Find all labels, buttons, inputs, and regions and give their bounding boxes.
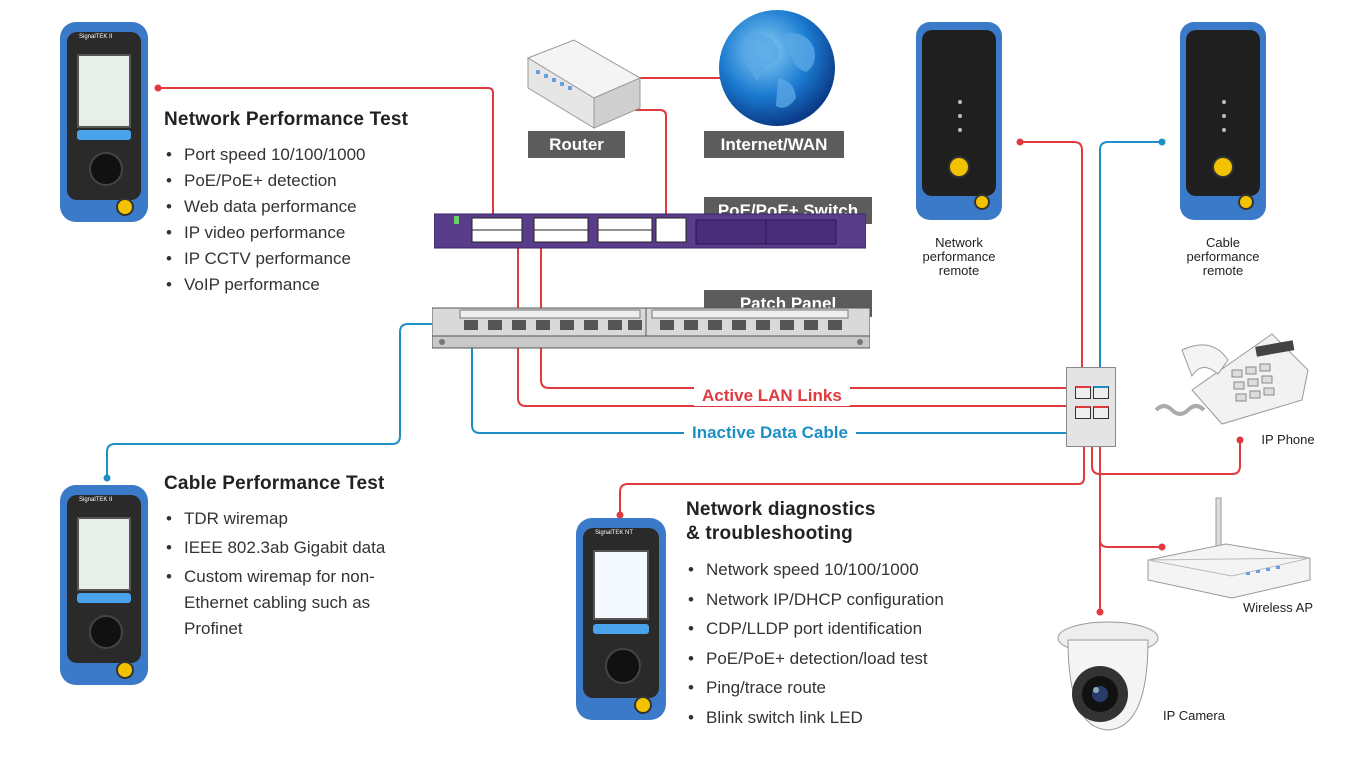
inactive-data-cable-label: Inactive Data Cable: [684, 423, 856, 443]
list-item: CDP/LLDP port identification: [686, 614, 1016, 644]
globe-icon: [719, 10, 835, 126]
power-button-icon: [116, 661, 134, 679]
wall-port: [1075, 386, 1091, 399]
diagnostics-section: Network diagnostics & troubleshooting Ne…: [686, 498, 1016, 733]
section-title: Network Performance Test: [164, 109, 409, 130]
wire-inactive-cable: [471, 330, 1066, 434]
list-item: IP video performance: [164, 220, 408, 246]
cable-tester-device: SignalTEK II: [60, 485, 148, 685]
list-item: Custom wiremap for non-Ethernet cabling …: [164, 564, 424, 642]
list-item: TDR wiremap: [164, 506, 424, 532]
wall-port: [1093, 406, 1109, 419]
remote-button-icon: [948, 156, 970, 178]
wire-router-to-switch: [624, 109, 667, 225]
patch-panel-icon: [432, 307, 870, 349]
cable-performance-section: Cable Performance Test TDR wiremap IEEE …: [164, 472, 424, 642]
list-item: PoE/PoE+ detection: [164, 168, 408, 194]
wire-active-link-2: [517, 330, 1078, 407]
wall-port: [1093, 386, 1109, 399]
wireless-ap-icon: [1147, 497, 1311, 599]
network-performance-section: Network Performance Test Port speed 10/1…: [164, 108, 408, 298]
remote-button-icon: [1212, 156, 1234, 178]
active-lan-links-label: Active LAN Links: [694, 386, 850, 406]
ip-camera-label: IP Camera: [1163, 708, 1225, 723]
list-item: Network speed 10/100/1000: [686, 555, 1016, 585]
wire-network-remote: [1020, 141, 1083, 380]
cable-remote-caption: Cable performance remote: [1186, 235, 1260, 278]
cable-performance-remote-device: [1180, 22, 1266, 220]
poe-switch-icon: [434, 213, 866, 249]
section-title: Cable Performance Test: [164, 473, 385, 494]
wire-tester-to-switch: [158, 87, 494, 225]
list-item: Network IP/DHCP configuration: [686, 585, 1016, 615]
list-item: IP CCTV performance: [164, 246, 408, 272]
network-tester-device: SignalTEK II: [60, 22, 148, 222]
list-item: Ping/trace route: [686, 673, 1016, 703]
wire-cable-remote: [1099, 141, 1162, 390]
section-title-line2: & troubleshooting: [686, 523, 853, 544]
section-title-line1: Network diagnostics: [686, 499, 876, 520]
wall-port: [1075, 406, 1091, 419]
list-item: VoIP performance: [164, 272, 408, 298]
wall-plate: [1066, 367, 1116, 447]
list-item: PoE/PoE+ detection/load test: [686, 644, 1016, 674]
internet-label: Internet/WAN: [704, 131, 844, 158]
wire-to-ip-phone: [1091, 440, 1241, 475]
wire-active-link-1: [540, 330, 1078, 389]
ip-phone-icon: [1154, 333, 1309, 425]
list-item: Blink switch link LED: [686, 703, 1016, 733]
list-item: Web data performance: [164, 194, 408, 220]
router-label: Router: [528, 131, 625, 158]
network-performance-remote-device: [916, 22, 1002, 220]
router-icon: [526, 39, 642, 129]
power-button-icon: [634, 696, 652, 714]
ip-camera-icon: [1057, 621, 1159, 731]
ip-phone-label: IP Phone: [1261, 432, 1315, 447]
list-item: Port speed 10/100/1000: [164, 142, 408, 168]
list-item: IEEE 802.3ab Gigabit data: [164, 535, 424, 561]
network-remote-caption: Network performance remote: [922, 235, 996, 278]
wire-to-diagnostics: [619, 440, 1085, 515]
wire-cable-tester-to-patch: [106, 323, 472, 478]
wireless-ap-label: Wireless AP: [1242, 600, 1314, 615]
power-button-icon: [116, 198, 134, 216]
diagnostics-tester-device: SignalTEK NT: [576, 518, 666, 720]
